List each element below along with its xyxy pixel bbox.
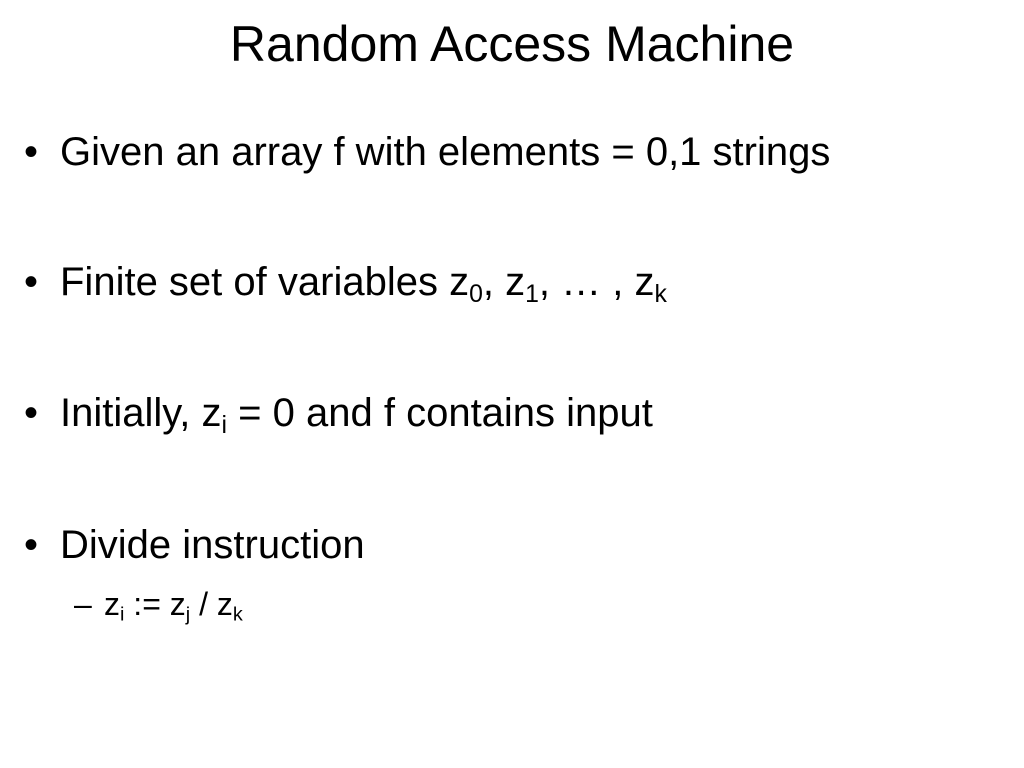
subscript-1: 1 [525, 280, 539, 308]
subscript-j: j [185, 603, 191, 626]
bullet-marker: • [24, 260, 39, 304]
bullet-initially: • Initially, zi = 0 and f contains input [24, 387, 653, 439]
bullet-text-suffix: = 0 and f contains input [227, 391, 653, 435]
formula-assign: := z [124, 586, 186, 622]
subscript-i: i [120, 603, 125, 626]
bullet-text-sep2: , … , z [538, 260, 655, 304]
bullet-text-sep1: , z [482, 260, 526, 304]
subscript-0: 0 [469, 280, 483, 308]
sub-bullet-marker: – [74, 586, 92, 622]
formula-divide: / z [190, 586, 233, 622]
bullet-array-f: • Given an array f with elements = 0,1 st… [24, 126, 830, 178]
sub-bullet-divide-formula: –zi := zj / zk [74, 582, 243, 626]
bullet-text: Given an array f with elements = 0,1 str… [60, 130, 831, 174]
bullet-variables: • Finite set of variables z0, z1, … , zk [24, 256, 667, 308]
bullet-text-prefix: Initially, z [60, 391, 222, 435]
bullet-text: Divide instruction [60, 523, 365, 567]
bullet-marker: • [24, 523, 39, 567]
bullet-marker: • [24, 130, 39, 174]
subscript-i: i [221, 411, 228, 439]
bullet-marker: • [24, 391, 39, 435]
subscript-k: k [654, 280, 667, 308]
slide-title: Random Access Machine [229, 16, 795, 72]
bullet-text-prefix: Finite set of variables z [60, 260, 470, 304]
formula-z: z [104, 586, 120, 622]
subscript-k: k [232, 603, 243, 626]
bullet-divide-instruction: • Divide instruction [24, 519, 365, 571]
